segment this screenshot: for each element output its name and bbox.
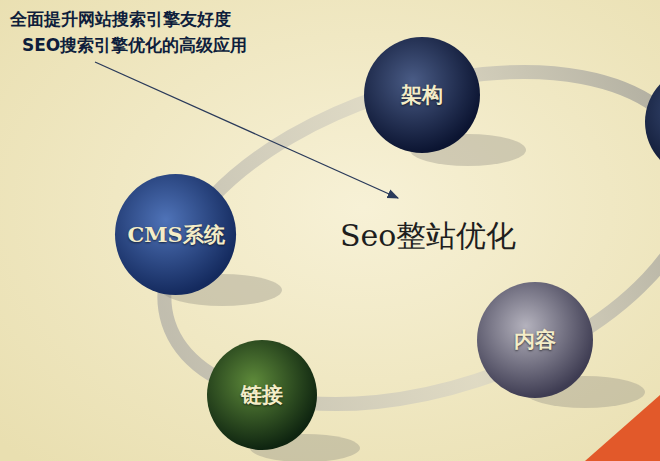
corner-triangle bbox=[585, 395, 660, 461]
node-label: 内容 bbox=[514, 326, 556, 354]
node-label: CMS系统 bbox=[127, 221, 224, 249]
shadows bbox=[162, 134, 645, 461]
headline-text: SEO搜索引擎优化的高级应用 bbox=[22, 34, 247, 57]
sphere-node: 架构 bbox=[364, 37, 480, 153]
node-label: 链接 bbox=[241, 381, 283, 409]
headline-text: 全面提升网站搜索引擎友好度 bbox=[10, 8, 231, 31]
center-title: Seo整站优化 bbox=[340, 216, 516, 257]
sphere-node: 链接 bbox=[207, 340, 317, 450]
leader-line bbox=[95, 62, 398, 198]
partial-ball bbox=[645, 67, 660, 177]
sphere-node: CMS系统 bbox=[115, 174, 236, 295]
sphere-node: 内容 bbox=[477, 282, 593, 398]
node-label: 架构 bbox=[401, 81, 443, 109]
orbit-ring bbox=[122, 10, 660, 461]
